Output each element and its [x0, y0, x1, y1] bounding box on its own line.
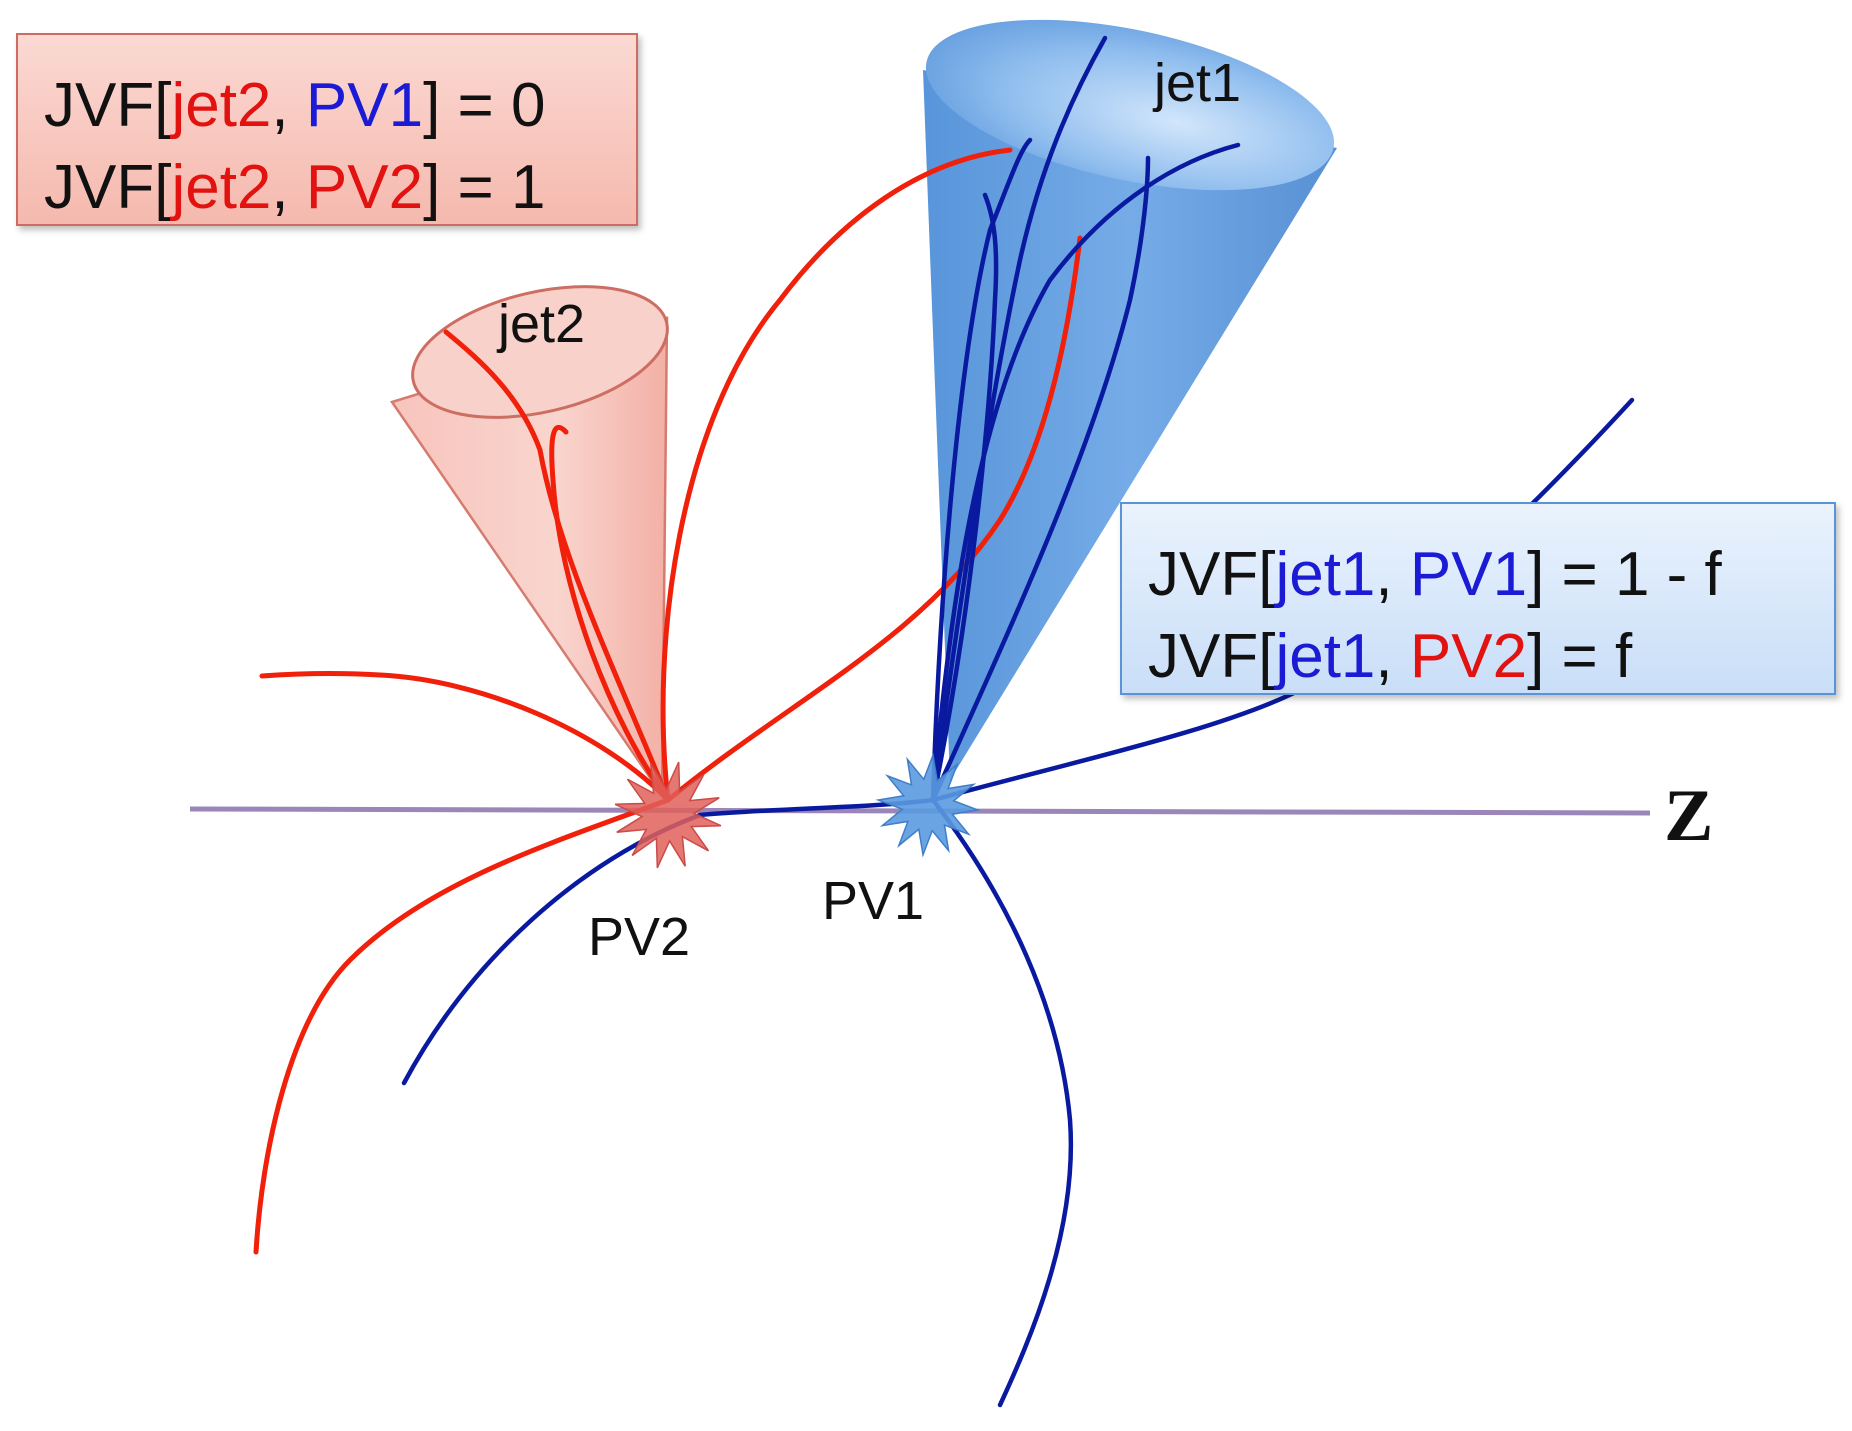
pv1-track-5	[930, 192, 999, 803]
pv1-track-2	[930, 137, 1033, 803]
pv2-track-2	[443, 329, 671, 803]
jvf-jet1-box: JVF[jet1, PV1] = 1 - f JVF[jet1, PV2] = …	[1120, 502, 1836, 695]
pv2-vertex-star	[614, 761, 722, 869]
pv2-track-4	[665, 235, 1083, 803]
jvf-jet2-pv1-line: JVF[jet2, PV1] = 0	[44, 71, 546, 140]
pv1-vertex-star	[875, 752, 981, 858]
pv1-track-7	[930, 797, 1074, 1408]
jvf-jet1-pv2-line: JVF[jet1, PV2] = f	[1148, 622, 1633, 691]
pv2-track-1	[549, 425, 671, 803]
jvf-jet2-box: JVF[jet2, PV1] = 0 JVF[jet2, PV2] = 1	[16, 33, 638, 226]
pv1-track-1	[930, 35, 1108, 803]
jet1-cone	[923, 70, 1337, 780]
pv2-label: PV2	[588, 907, 691, 967]
z-axis-label: Z	[1664, 775, 1714, 857]
pv1-track-3	[930, 142, 1241, 803]
jet1-label: jet1	[1154, 53, 1242, 113]
jvf-jet2-pv2-line: JVF[jet2, PV2] = 1	[44, 153, 546, 222]
jet2-cone-top	[411, 285, 669, 419]
pv1-term: PV1	[305, 71, 424, 140]
pv2-track-6	[253, 797, 671, 1255]
pv2-track-3	[660, 147, 1013, 803]
pv1-label: PV1	[822, 871, 925, 931]
pv1-term: PV1	[1409, 540, 1528, 609]
jet1-term: jet1	[1275, 622, 1376, 691]
pv2-term: PV2	[1409, 622, 1528, 691]
jet2-label: jet2	[498, 294, 586, 354]
jet2-term: jet2	[171, 153, 272, 222]
pv2-tracks	[253, 147, 1083, 1255]
jet1-term: jet1	[1275, 540, 1376, 609]
pv2-term: PV2	[305, 153, 424, 222]
jet2-term: jet2	[171, 71, 272, 140]
pv1-track-4	[930, 155, 1151, 803]
pv2-track-5	[259, 670, 671, 803]
jvf-jet1-pv1-line: JVF[jet1, PV1] = 1 - f	[1148, 540, 1722, 609]
